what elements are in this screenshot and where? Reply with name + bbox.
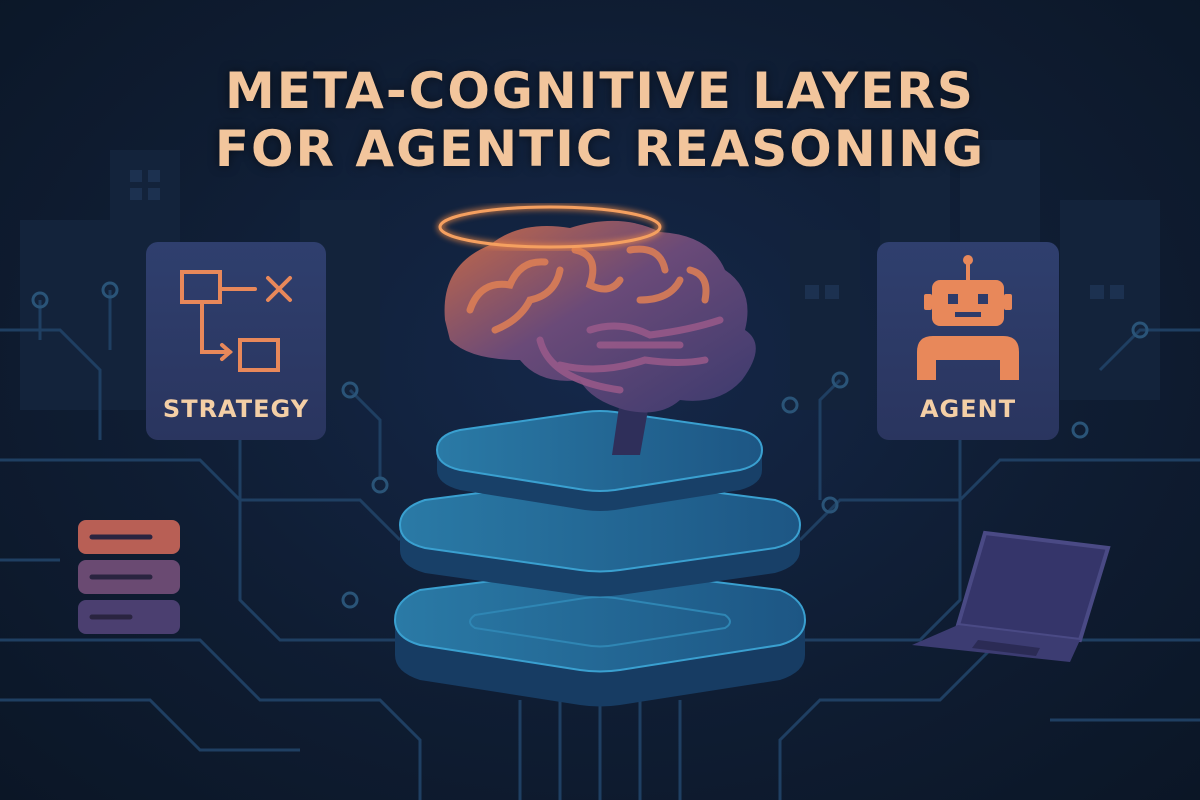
agent-card	[877, 242, 1059, 440]
robot-icon	[917, 255, 1019, 380]
agent-label: AGENT	[919, 395, 1017, 423]
brain-icon	[444, 220, 756, 455]
server-stack-icon	[78, 520, 180, 634]
laptop-icon	[912, 530, 1111, 662]
layer-stack-icon	[393, 410, 807, 707]
title-line-1: META-COGNITIVE LAYERS	[225, 62, 975, 120]
flowchart-icon	[180, 270, 292, 372]
title-line-2: FOR AGENTIC REASONING	[214, 120, 986, 178]
halo-icon	[437, 204, 663, 250]
circuit-lines	[0, 290, 1200, 800]
strategy-card	[146, 242, 326, 440]
strategy-label: STRATEGY	[162, 395, 310, 423]
